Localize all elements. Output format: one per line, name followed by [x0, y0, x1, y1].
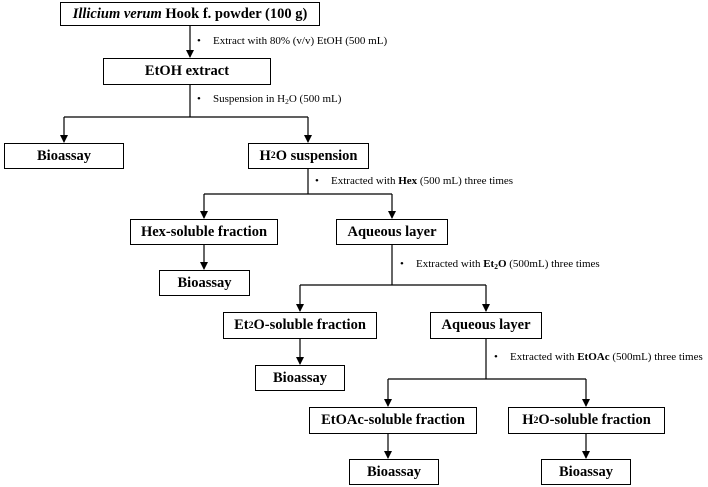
bullet-icon: • — [400, 258, 404, 270]
node-etoh-extract-label: EtOH extract — [144, 63, 230, 80]
node-aqueous-2-label: Aqueous layer — [441, 317, 531, 334]
node-hex-fraction: Hex-soluble fraction — [130, 219, 278, 245]
node-h2o-post: O suspension — [275, 147, 358, 164]
node-etoac-fraction-label: EtOAc-soluble fraction — [321, 412, 465, 429]
step-5-solvent: EtOAc — [577, 351, 610, 363]
node-bioassay-3-label: Bioassay — [273, 369, 327, 386]
step-3-post: (500 mL) three times — [417, 175, 514, 187]
node-illicium-genus: Illicium verum — [72, 5, 162, 22]
step-4-solvent: Et2O — [483, 258, 507, 271]
step-5-post: (500mL) three times — [609, 351, 703, 363]
bullet-icon: • — [494, 351, 498, 363]
node-illicium-powder: Illicium verum Hook f. powder (100 g) — [60, 2, 320, 26]
node-illicium-rest: Hook f. powder (100 g) — [161, 5, 308, 22]
step-1-text: Extract with 80% (v/v) EtOH (500 mL) — [213, 35, 388, 47]
node-bioassay-5-label: Bioassay — [559, 463, 613, 480]
step-4-solvent-sub: 2 — [494, 261, 498, 271]
node-bioassay-2: Bioassay — [159, 270, 250, 296]
step-2-sub: 2 — [285, 96, 289, 106]
step-5-pre: Extracted with — [510, 351, 578, 363]
step-1-annotation: • Extract with 80% (v/v) EtOH (500 mL) — [197, 36, 387, 47]
step-4-post: (500mL) three times — [506, 258, 600, 270]
node-bioassay-3: Bioassay — [255, 365, 345, 391]
step-5-annotation: • Extracted with EtOAc (500mL) three time… — [494, 352, 703, 363]
node-bioassay-4: Bioassay — [349, 459, 439, 485]
node-etoac-fraction: EtOAc-soluble fraction — [309, 407, 477, 434]
node-aqueous-layer-2: Aqueous layer — [430, 312, 542, 339]
node-bioassay-4-label: Bioassay — [367, 463, 421, 480]
node-et2o-post: O-soluble fraction — [253, 317, 366, 334]
node-hex-fraction-label: Hex-soluble fraction — [140, 223, 268, 240]
node-bioassay-2-label: Bioassay — [177, 274, 232, 291]
step-3-annotation: • Extracted with Hex (500 mL) three times — [315, 176, 513, 187]
node-bioassay-1: Bioassay — [4, 143, 124, 169]
node-aqueous-1-label: Aqueous layer — [347, 223, 437, 240]
step-4-pre: Extracted with — [416, 258, 484, 270]
bullet-icon: • — [197, 35, 201, 47]
step-4-annotation: • Extracted with Et2O (500mL) three times — [400, 258, 600, 271]
step-4-solvent-post: O — [497, 258, 507, 270]
bullet-icon: • — [197, 93, 201, 105]
step-2-annotation: • Suspension in H2O (500 mL) — [197, 93, 342, 106]
bullet-icon: • — [315, 175, 319, 187]
node-bioassay-1-label: Bioassay — [37, 147, 91, 164]
step-2-pre: Suspension in H — [213, 93, 286, 105]
node-aqueous-layer-1: Aqueous layer — [336, 219, 448, 245]
node-et2o-pre: Et — [234, 317, 249, 334]
node-h2o-frac-post: O-soluble fraction — [538, 412, 651, 429]
node-h2o-frac-pre: H — [522, 412, 534, 429]
node-etoh-extract: EtOH extract — [103, 58, 271, 85]
step-4-solvent-pre: Et — [483, 258, 495, 270]
node-bioassay-5: Bioassay — [541, 459, 631, 485]
step-3-solvent: Hex — [398, 175, 418, 187]
step-2-post: O (500 mL) — [288, 93, 342, 105]
step-3-pre: Extracted with — [331, 175, 399, 187]
node-h2o-pre: H — [259, 147, 271, 164]
